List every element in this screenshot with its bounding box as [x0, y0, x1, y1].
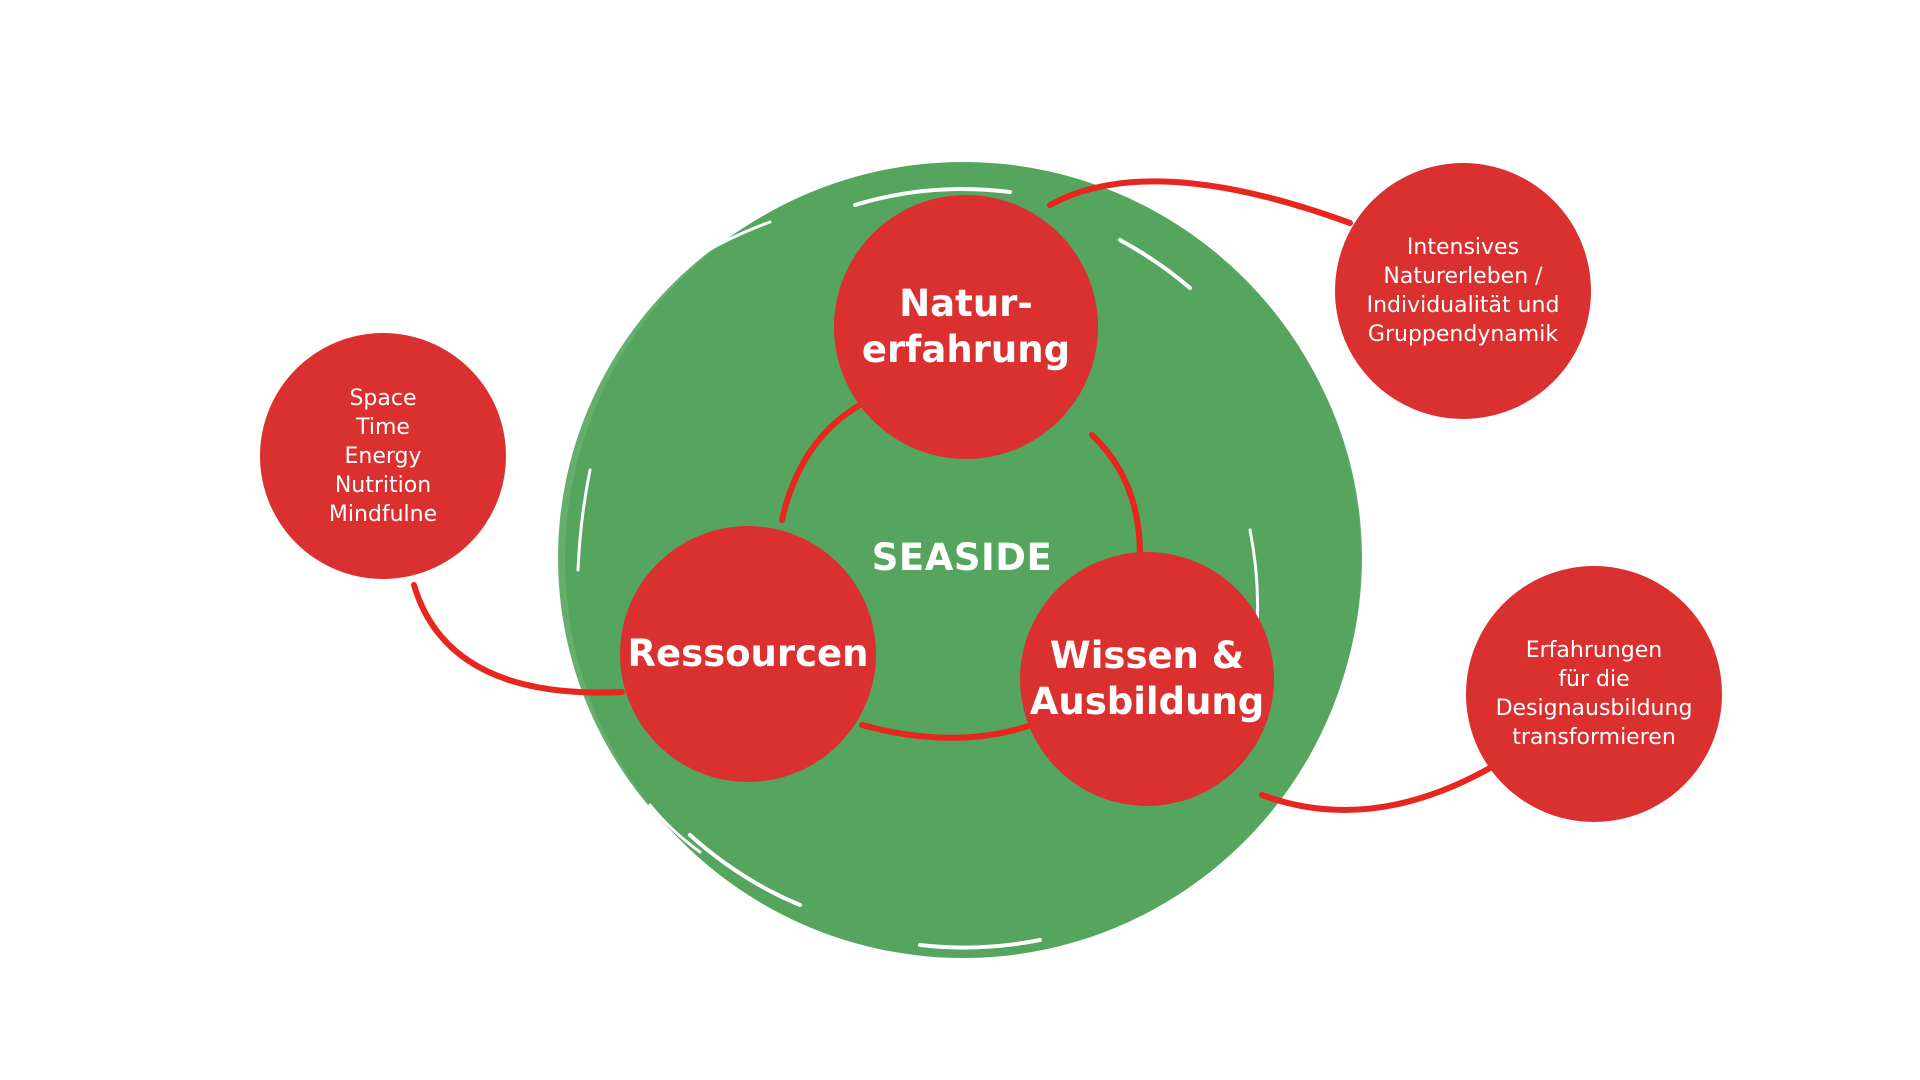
center-label-seaside: SEASIDE	[871, 536, 1053, 579]
outer-connectors	[411, 178, 1493, 813]
node-ressourcen-label: Ressourcen	[627, 632, 869, 675]
inner-ring	[779, 402, 1143, 741]
detail-resources[interactable]: Space Time Energy Nutrition Mindfulne	[260, 333, 506, 579]
detail-education-text: Erfahrungen für die Designausbildung tra…	[1495, 638, 1693, 750]
detail-education[interactable]: Erfahrungen für die Designausbildung tra…	[1466, 566, 1722, 822]
connector-resources-detail	[411, 582, 625, 696]
detail-nature[interactable]: Intensives Naturerleben / Individualität…	[1335, 163, 1591, 419]
node-wissen-ausbildung[interactable]: Wissen & Ausbildung	[1020, 552, 1274, 806]
node-ressourcen[interactable]: Ressourcen	[620, 526, 876, 782]
detail-nature-text: Intensives Naturerleben / Individualität…	[1366, 235, 1560, 347]
connector-education-detail	[1259, 765, 1493, 813]
connector-nature-detail	[1047, 178, 1353, 226]
node-wissen-ausbildung-label: Wissen & Ausbildung	[1029, 634, 1265, 723]
node-naturerfahrung[interactable]: Natur- erfahrung	[834, 195, 1098, 459]
node-naturerfahrung-label: Natur- erfahrung	[861, 282, 1071, 371]
detail-resources-text: Space Time Energy Nutrition Mindfulne	[328, 385, 438, 527]
